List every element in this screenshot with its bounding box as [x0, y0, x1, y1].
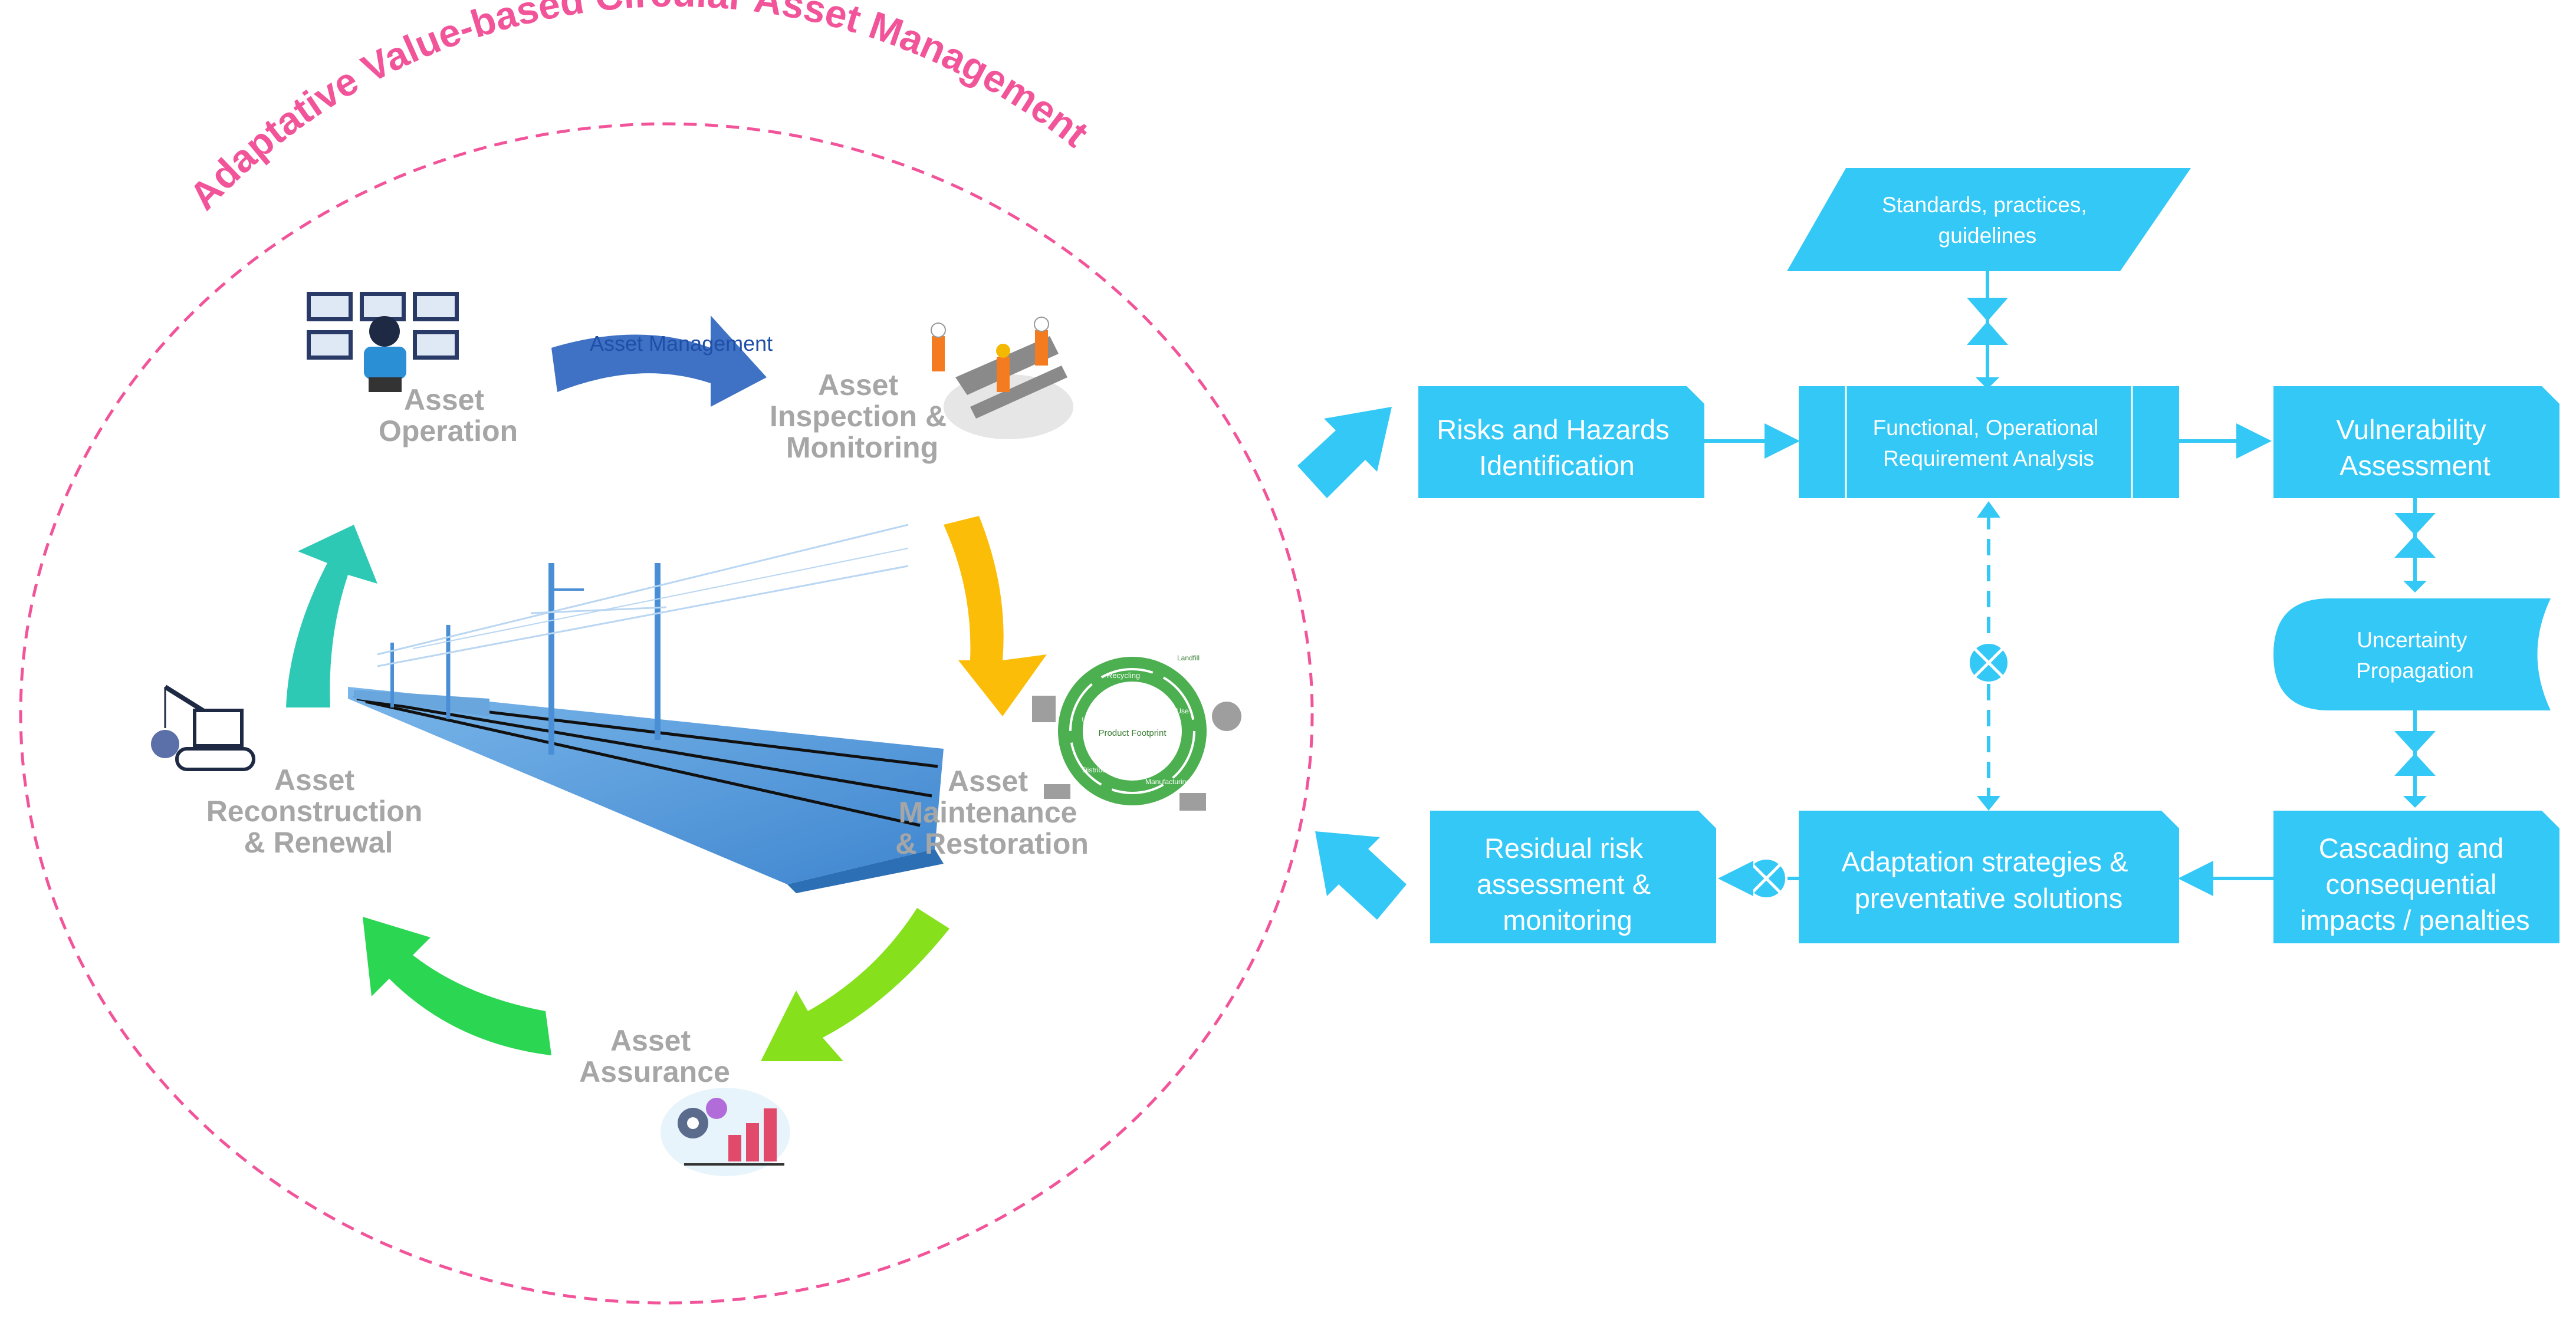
- gears-and-chart-icon: [661, 1088, 790, 1176]
- cascading-line-2: consequential: [2325, 868, 2496, 900]
- footprint-segment-distribution: Distribution: [1082, 766, 1118, 774]
- adaptation-line-2: preventative solutions: [1855, 883, 2123, 914]
- stage-label-maintenance: Asset Maintenance & Restoration: [895, 765, 1089, 860]
- cascading-line-3: impacts / penalties: [2300, 904, 2529, 936]
- svg-text:Functional, Operational: Functional, Operational Requirement Anal…: [1873, 416, 2105, 470]
- stage-label-operation: Asset Operation: [379, 383, 518, 447]
- svg-text:Vulnerability Assessme: Vulnerability Assessment: [2336, 414, 2493, 481]
- adaptation-line-1: Adaptation strategies &: [1841, 846, 2128, 877]
- vulnerability-line-2: Assessment: [2340, 450, 2490, 481]
- functional-line-2: Requirement Analysis: [1883, 446, 2094, 470]
- cascading-line-1: Cascading and: [2319, 832, 2504, 864]
- residual-line-2: assessment &: [1477, 868, 1651, 900]
- truck-icon: [1044, 784, 1070, 799]
- standards-line-2: guidelines: [1938, 223, 2037, 248]
- svg-text:Adaptation strategies &: Adaptation strategies & preventative sol…: [1841, 846, 2135, 914]
- factory-icon: [1032, 696, 1056, 722]
- connector-adaptation-to-residual: [1718, 857, 1799, 900]
- control-room-monitors-icon: [307, 292, 459, 392]
- arrow-assurance-to-reconstruction: [363, 917, 551, 1055]
- cascading-impacts-node: Cascading and consequential impacts / pe…: [2273, 811, 2559, 943]
- footprint-segment-landfill: Landfill: [1177, 654, 1200, 662]
- vulnerability-node: Vulnerability Assessment: [2273, 386, 2559, 498]
- arrow-flow-to-cycle: [1315, 831, 1407, 920]
- stage-label-assurance: Asset Assurance: [579, 1024, 730, 1088]
- standards-node: Standards, practices, guidelines: [1787, 168, 2191, 271]
- wrecking-crane-icon: [151, 684, 255, 771]
- arrow-reconstruction-to-operation: [286, 525, 377, 707]
- arrow-maintenance-to-assurance: [761, 908, 949, 1061]
- residual-line-3: monitoring: [1503, 904, 1632, 936]
- uncertainty-line-1: Uncertainty: [2357, 628, 2467, 652]
- cycle-title: Adaptative Value-based Circular Asset Ma…: [180, 0, 1096, 218]
- vulnerability-line-1: Vulnerability: [2336, 414, 2486, 445]
- track-inspection-workers-icon: [931, 317, 1073, 439]
- risks-line-2: Identification: [1479, 450, 1635, 481]
- stage-label-inspection: Asset Inspection & Monitoring: [770, 368, 955, 464]
- adaptation-strategies-node: Adaptation strategies & preventative sol…: [1799, 811, 2179, 943]
- uncertainty-line-2: Propagation: [2356, 659, 2474, 683]
- risks-line-1: Risks and Hazards: [1437, 414, 1669, 445]
- collate-connector-right-upper: [2394, 498, 2436, 593]
- footprint-segment-use-2: Use: [1176, 707, 1189, 715]
- footprint-segment-manufacturing: Manufacturing: [1145, 778, 1190, 786]
- product-footprint-cycle-icon: Product Footprint Recycling Landfill Use…: [1032, 654, 1241, 811]
- standards-line-1: Standards, practices,: [1882, 193, 2087, 217]
- arrow-cycle-to-flow: [1297, 407, 1392, 498]
- risks-hazards-node: Risks and Hazards Identification: [1418, 386, 1704, 498]
- svg-text:Cascading and conseque: Cascading and consequential impacts / pe…: [2300, 832, 2529, 936]
- footprint-segment-use: Use: [1082, 716, 1095, 724]
- svg-text:Risks and Hazards Iden: Risks and Hazards Identification: [1437, 414, 1677, 481]
- circular-asset-cycle: Adaptative Value-based Circular Asset Ma…: [19, 0, 1407, 1305]
- residual-line-1: Residual risk: [1484, 832, 1644, 864]
- arrow-inspection-to-maintenance: [944, 516, 1047, 716]
- functional-requirement-node: Functional, Operational Requirement Anal…: [1799, 386, 2179, 498]
- residual-risk-node: Residual risk assessment & monitoring: [1430, 811, 1716, 943]
- railway-track-illustration: [348, 524, 944, 893]
- cycle-dashed-boundary: [19, 122, 1314, 1305]
- arrow-operation-to-inspection: [551, 315, 767, 407]
- stage-label-reconstruction: Asset Reconstruction & Renewal: [206, 763, 431, 859]
- svg-text:Residual risk assessme: Residual risk assessment & monitoring: [1477, 832, 1658, 936]
- svg-text:Uncertainty Propagatio: Uncertainty Propagation: [2356, 628, 2474, 683]
- asset-management-arrow-label: Asset Management: [590, 331, 773, 356]
- footprint-center-label: Product Footprint: [1098, 728, 1167, 738]
- dashed-feedback-connector: [1967, 501, 2010, 811]
- risk-process-flowchart: Standards, practices, guidelines Risks a…: [1418, 168, 2559, 943]
- collate-connector-top: [1967, 271, 2008, 389]
- collate-connector-right-lower: [2394, 710, 2436, 808]
- plant-icon: [1179, 793, 1206, 811]
- uncertainty-node: Uncertainty Propagation: [2273, 598, 2551, 710]
- trees-icon: [1212, 702, 1241, 731]
- svg-text:Standards, practices,: Standards, practices, guidelines: [1882, 193, 2093, 248]
- footprint-segment-recycling: Recycling: [1107, 671, 1140, 680]
- functional-line-1: Functional, Operational: [1873, 416, 2099, 440]
